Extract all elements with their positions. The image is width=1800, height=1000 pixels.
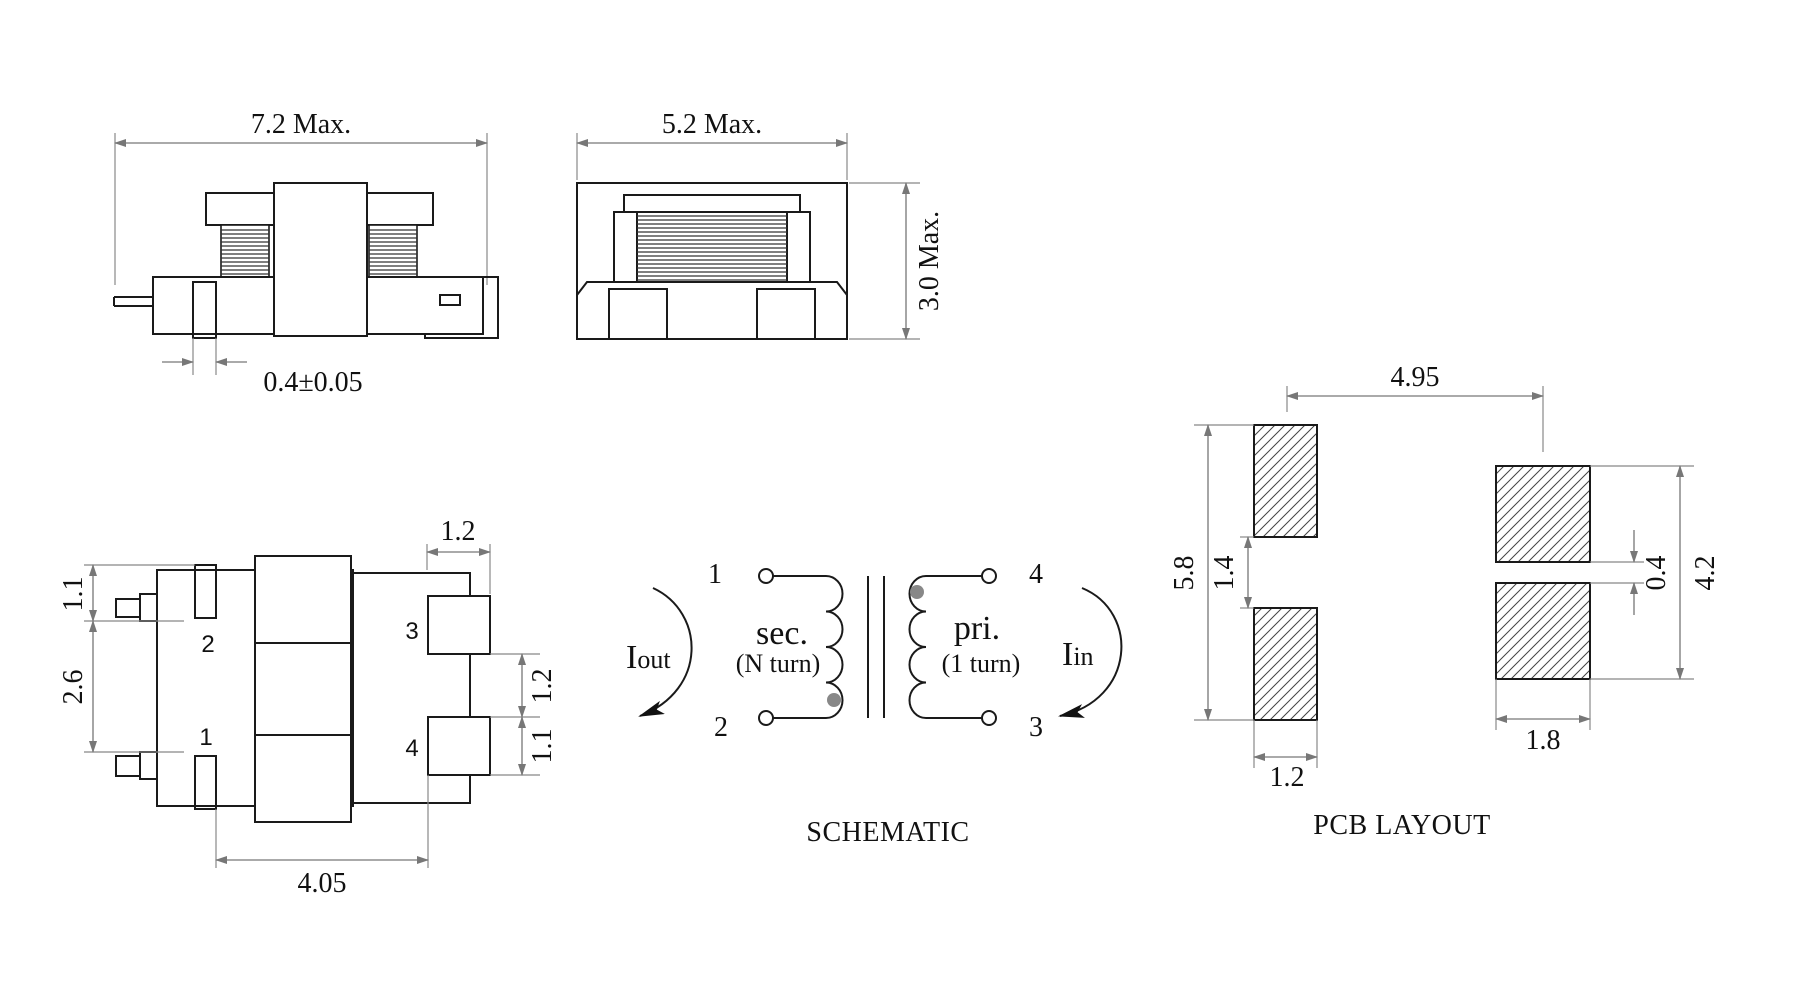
- iin-arrow: [1058, 587, 1123, 718]
- schematic-caption: SCHEMATIC: [806, 817, 969, 848]
- lead-label: 0.4±0.05: [263, 367, 362, 398]
- bottom-left-dim-1: 1.1: [58, 577, 89, 612]
- secondary-turns: (N turn): [736, 649, 820, 678]
- pcb-pad-right-bottom: [1495, 582, 1591, 680]
- pcb-height-right-label: 4.2: [1690, 556, 1721, 591]
- front-winding: [637, 215, 787, 281]
- schematic-pin-1: 1: [708, 559, 722, 590]
- schematic-pin-4: 4: [1029, 559, 1043, 590]
- schematic-pin-3: 3: [1029, 712, 1043, 743]
- bottom-width-dim: 4.05: [298, 868, 347, 899]
- iin-label: Iin: [1062, 636, 1094, 673]
- side-width-label: 7.2 Max.: [251, 109, 351, 140]
- front-view: 5.2 Max. 3.0 Max.: [576, 109, 945, 340]
- bottom-pin-1: 1: [199, 724, 212, 751]
- pcb-layout: 4.95 5.8 1.4 1.2 4.2 0.4 1.8 PCB LAYOUT: [1169, 362, 1721, 841]
- bottom-pin-4: 4: [405, 735, 418, 762]
- iout-arrow: [638, 587, 693, 717]
- pcb-pad-width-right-label: 1.8: [1526, 725, 1561, 756]
- schematic: 1 2 4 3 sec. (N turn) pri. (1 turn) Iout…: [626, 559, 1123, 848]
- pcb-caption: PCB LAYOUT: [1313, 810, 1490, 841]
- bottom-pin-2: 2: [201, 631, 214, 658]
- bottom-top-dim: 1.2: [441, 516, 476, 547]
- bottom-pin-3: 3: [405, 618, 418, 645]
- pcb-pad-right-top: [1495, 465, 1591, 563]
- bottom-view: 1.2 2 1 3 4 1.1 2.6 1.2 1.1: [58, 516, 558, 899]
- iout-label: Iout: [626, 639, 671, 676]
- bottom-right-dim-1: 1.2: [527, 669, 558, 704]
- side-view: 7.2 Max. 0.4±0.05: [113, 109, 499, 398]
- pcb-pitch-label: 4.95: [1391, 362, 1440, 393]
- bottom-right-dim-2: 1.1: [527, 729, 558, 764]
- schematic-pin-2: 2: [714, 712, 728, 743]
- pcb-height-left-label: 5.8: [1169, 556, 1200, 591]
- front-height-label: 3.0 Max.: [914, 211, 945, 311]
- secondary-label: sec.: [756, 615, 808, 652]
- primary-turns: (1 turn): [942, 649, 1021, 678]
- side-winding-left: [221, 229, 269, 275]
- secondary-polarity-dot: [827, 693, 841, 707]
- pcb-pad-left-top: [1253, 424, 1318, 538]
- pcb-pad-left-bottom: [1253, 607, 1318, 721]
- side-winding-right: [369, 229, 417, 275]
- pcb-gap-right-label: 0.4: [1641, 556, 1672, 591]
- pcb-gap-left-label: 1.4: [1209, 556, 1240, 591]
- pcb-pad-width-left-label: 1.2: [1270, 762, 1305, 793]
- primary-label: pri.: [954, 610, 1000, 647]
- bottom-left-dim-2: 2.6: [58, 670, 89, 705]
- front-width-label: 5.2 Max.: [662, 109, 762, 140]
- primary-polarity-dot: [910, 585, 924, 599]
